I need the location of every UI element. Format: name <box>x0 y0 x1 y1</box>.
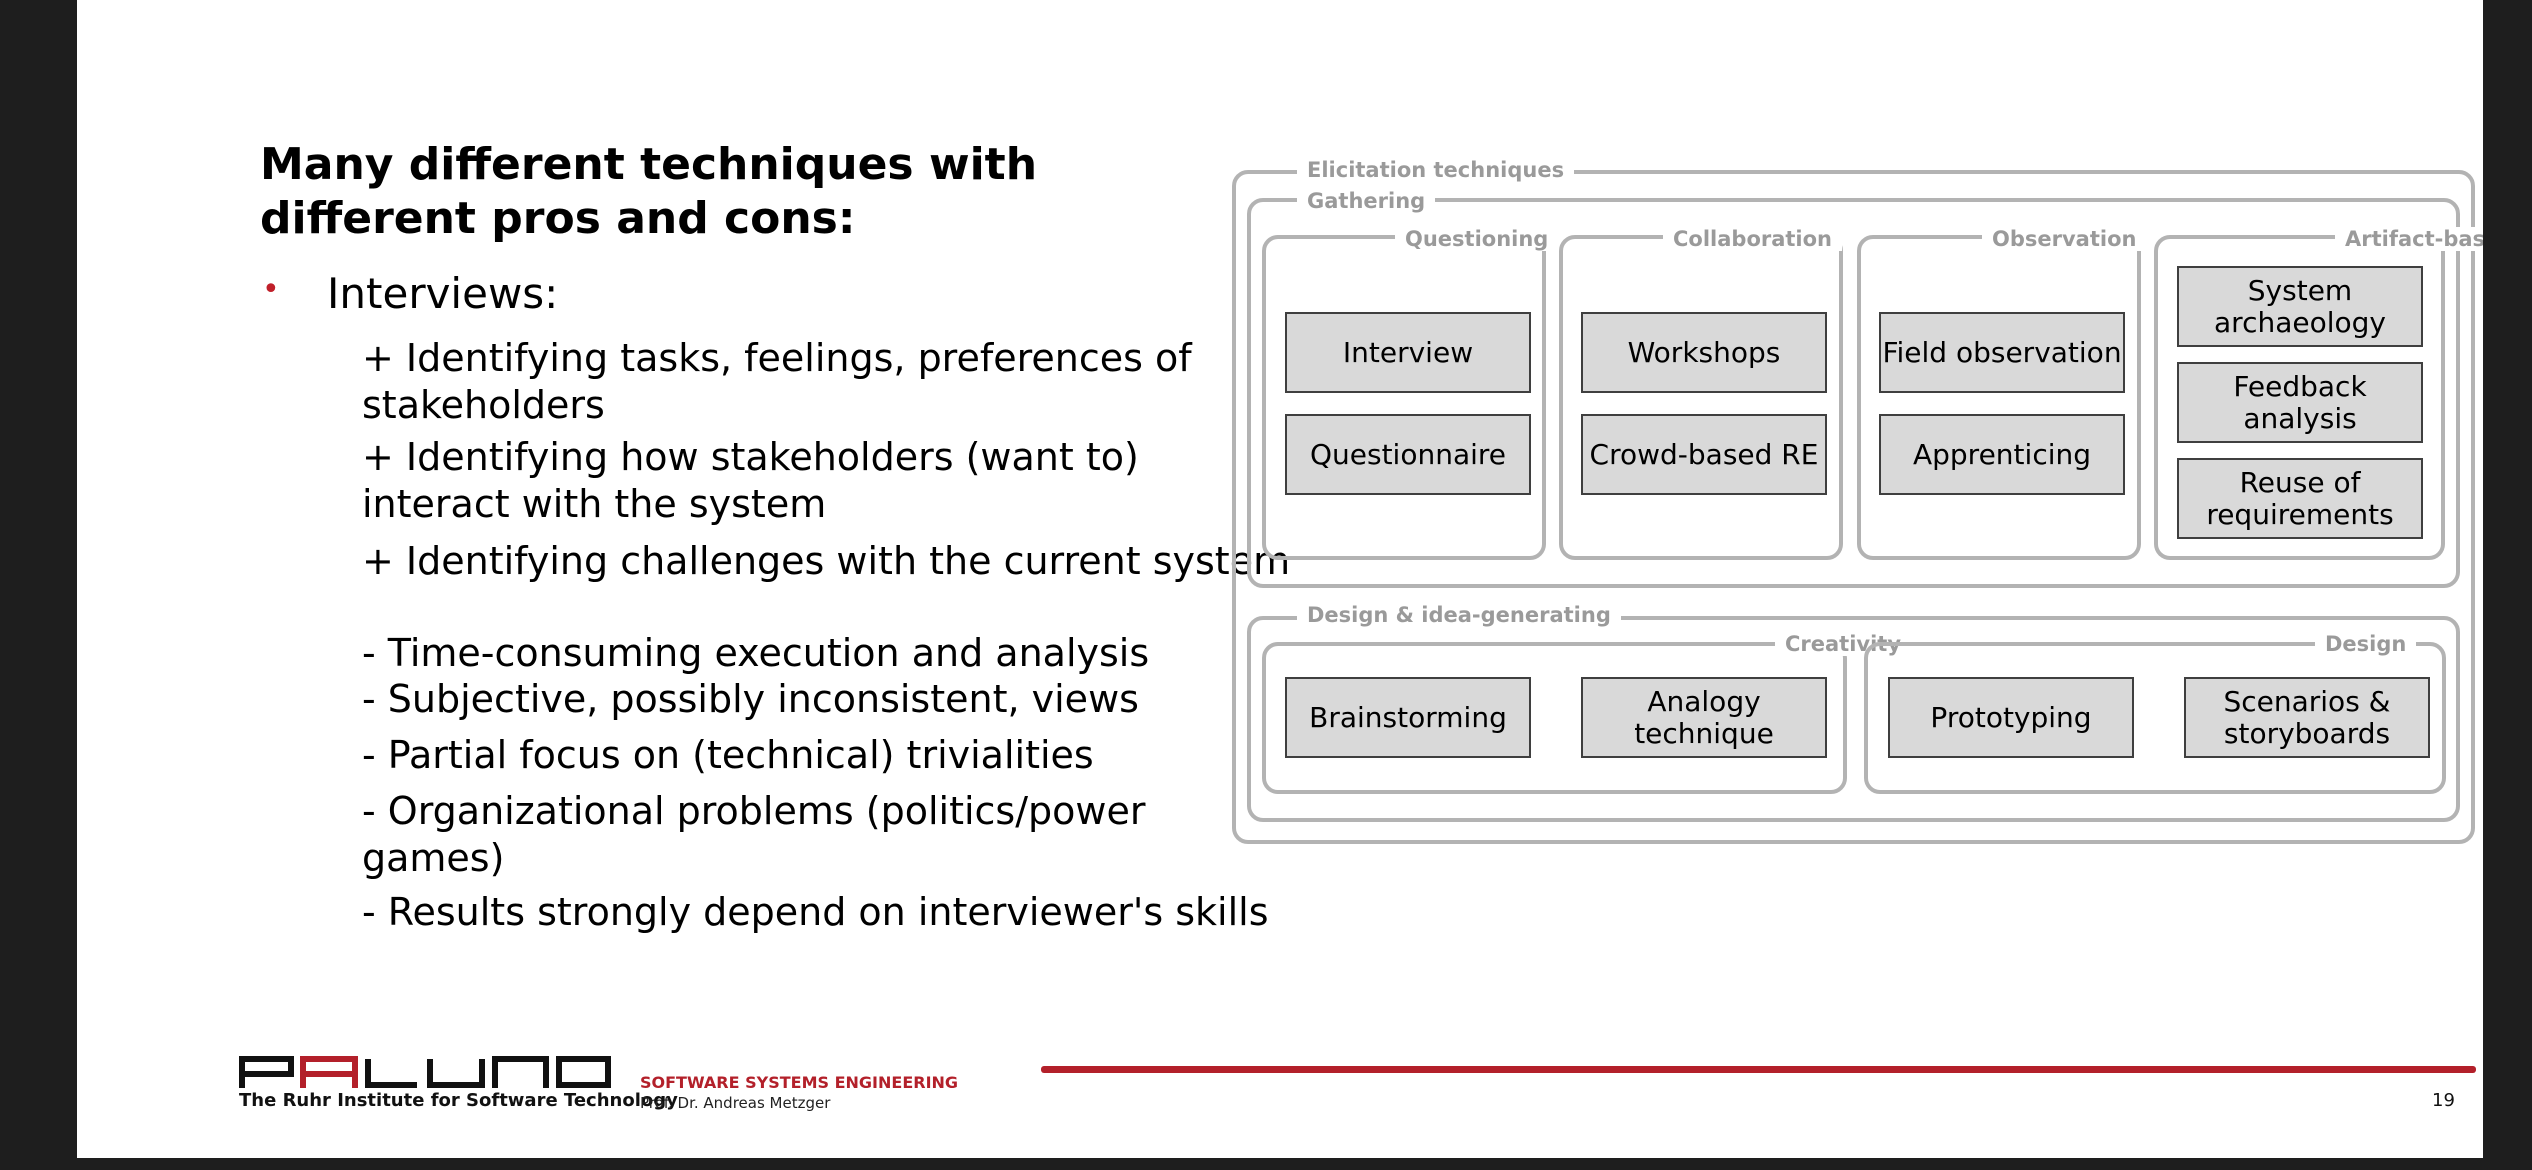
label-observation: Observation <box>1982 227 2147 251</box>
frame-design-idea <box>1247 616 2460 822</box>
slide-heading: Many different techniques with different… <box>260 139 1038 244</box>
technique-scenarios-storyboards: Scenarios & storyboards <box>2184 677 2430 758</box>
con-item-5: - Results strongly depend on interviewer… <box>362 890 1269 934</box>
frame-questioning <box>1262 235 1546 560</box>
con-item-3: - Partial focus on (technical) trivialit… <box>362 733 1094 777</box>
technique-feedback-analysis: Feedback analysis <box>2177 362 2423 443</box>
technique-analogy: Analogy technique <box>1581 677 1827 758</box>
con-item-1: - Time-consuming execution and analysis <box>362 631 1150 675</box>
label-questioning: Questioning <box>1395 227 1559 251</box>
label-elicitation: Elicitation techniques <box>1297 158 1575 182</box>
frame-observation <box>1857 235 2141 560</box>
technique-reuse-of-requirements: Reuse of requirements <box>2177 458 2423 539</box>
institute-name: The Ruhr Institute for Software Technolo… <box>239 1090 678 1111</box>
label-gathering: Gathering <box>1297 189 1436 213</box>
technique-brainstorming: Brainstorming <box>1285 677 1531 758</box>
technique-field-observation: Field observation <box>1879 312 2125 393</box>
pro-item-3: + Identifying challenges with the curren… <box>362 539 1291 583</box>
frame-design <box>1864 642 2446 794</box>
technique-questionnaire: Questionnaire <box>1285 414 1531 495</box>
bullet-interviews: Interviews: <box>327 269 559 318</box>
label-design-idea: Design & idea-generating <box>1297 603 1621 627</box>
frame-creativity <box>1262 642 1847 794</box>
label-collaboration: Collaboration <box>1663 227 1843 251</box>
technique-interview: Interview <box>1285 312 1531 393</box>
technique-prototyping: Prototyping <box>1888 677 2134 758</box>
paluno-logo-graphic <box>239 1056 611 1088</box>
con-item-2: - Subjective, possibly inconsistent, vie… <box>362 677 1139 721</box>
technique-workshops: Workshops <box>1581 312 1827 393</box>
slide: Many different techniques with different… <box>77 0 2483 1158</box>
con-item-4: - Organizational problems (politics/powe… <box>362 789 1146 880</box>
frame-collaboration <box>1559 235 1843 560</box>
frame-elicitation <box>1232 170 2475 844</box>
frame-gathering <box>1247 198 2460 588</box>
label-design: Design <box>2315 632 2417 656</box>
technique-apprenticing: Apprenticing <box>1879 414 2125 495</box>
label-artifact-based: Artifact-based <box>2335 227 2483 251</box>
paluno-logo <box>239 1056 611 1093</box>
technique-crowd-based-re: Crowd-based RE <box>1581 414 1827 495</box>
professor-name: Prof. Dr. Andreas Metzger <box>640 1094 831 1112</box>
bullet-marker: • <box>262 272 280 307</box>
pro-item-2: + Identifying how stakeholders (want to)… <box>362 435 1139 526</box>
technique-system-archaeology: System archaeology <box>2177 266 2423 347</box>
department-name: SOFTWARE SYSTEMS ENGINEERING <box>640 1073 959 1092</box>
frame-artifact-based <box>2154 235 2445 560</box>
pro-item-1: + Identifying tasks, feelings, preferenc… <box>362 336 1192 427</box>
footer-divider <box>1041 1066 2476 1073</box>
page-number: 19 <box>2432 1090 2455 1111</box>
